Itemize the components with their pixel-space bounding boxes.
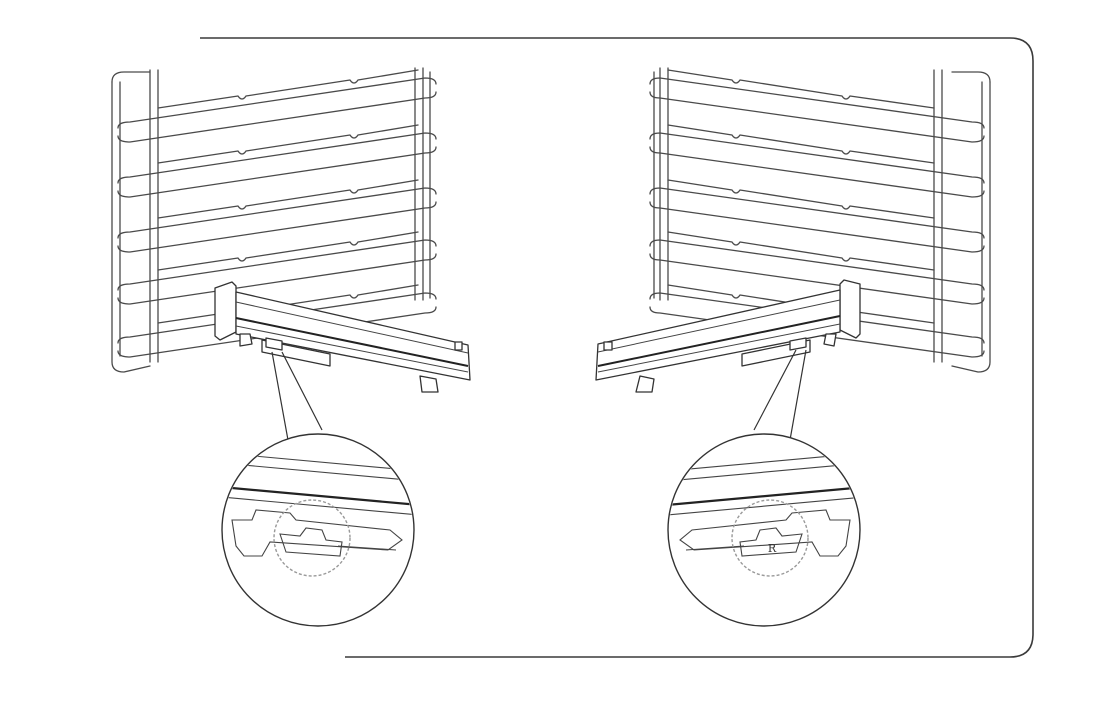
left-runner-top-3 bbox=[117, 187, 437, 239]
left-runner-bottom-4 bbox=[117, 253, 437, 305]
left-runner-notch-2 bbox=[157, 124, 419, 164]
figure-frame bbox=[200, 37, 1034, 658]
right-runner-top-2 bbox=[649, 132, 985, 184]
left-runner-top-1 bbox=[117, 77, 437, 129]
left-telescopic-rail bbox=[214, 281, 471, 393]
left-runner-rails bbox=[117, 69, 437, 358]
right-runner-top-4 bbox=[649, 239, 985, 291]
left-runner-bottom-1 bbox=[117, 91, 437, 143]
right-shelf-support bbox=[653, 67, 991, 373]
right-runner-notch-1 bbox=[667, 69, 935, 109]
left-runner-bottom-2 bbox=[117, 146, 437, 198]
right-zoom-detail: R bbox=[667, 433, 861, 627]
left-runner-top-4 bbox=[117, 239, 437, 291]
left-runner-notch-4 bbox=[157, 231, 419, 271]
right-runner-bottom-2 bbox=[649, 146, 985, 198]
right-runner-notch-3 bbox=[667, 179, 935, 219]
left-runner-bottom-3 bbox=[117, 201, 437, 253]
right-runner-top-3 bbox=[649, 187, 985, 239]
left-runner-top-2 bbox=[117, 132, 437, 184]
left-leader-lines bbox=[271, 351, 323, 441]
right-runner-notch-2 bbox=[667, 124, 935, 164]
right-zoom-marker: R bbox=[768, 542, 777, 555]
left-runner-notch-1 bbox=[157, 69, 419, 109]
right-runner-top-1 bbox=[649, 77, 985, 129]
right-runner-bottom-4 bbox=[649, 253, 985, 305]
right-telescopic-rail bbox=[595, 279, 861, 393]
right-runner-notch-4 bbox=[667, 231, 935, 271]
right-runner-bottom-3 bbox=[649, 201, 985, 253]
left-runner-notch-3 bbox=[157, 179, 419, 219]
right-leader-lines bbox=[753, 349, 807, 441]
right-runner-bottom-1 bbox=[649, 91, 985, 143]
left-zoom-detail bbox=[221, 433, 415, 627]
